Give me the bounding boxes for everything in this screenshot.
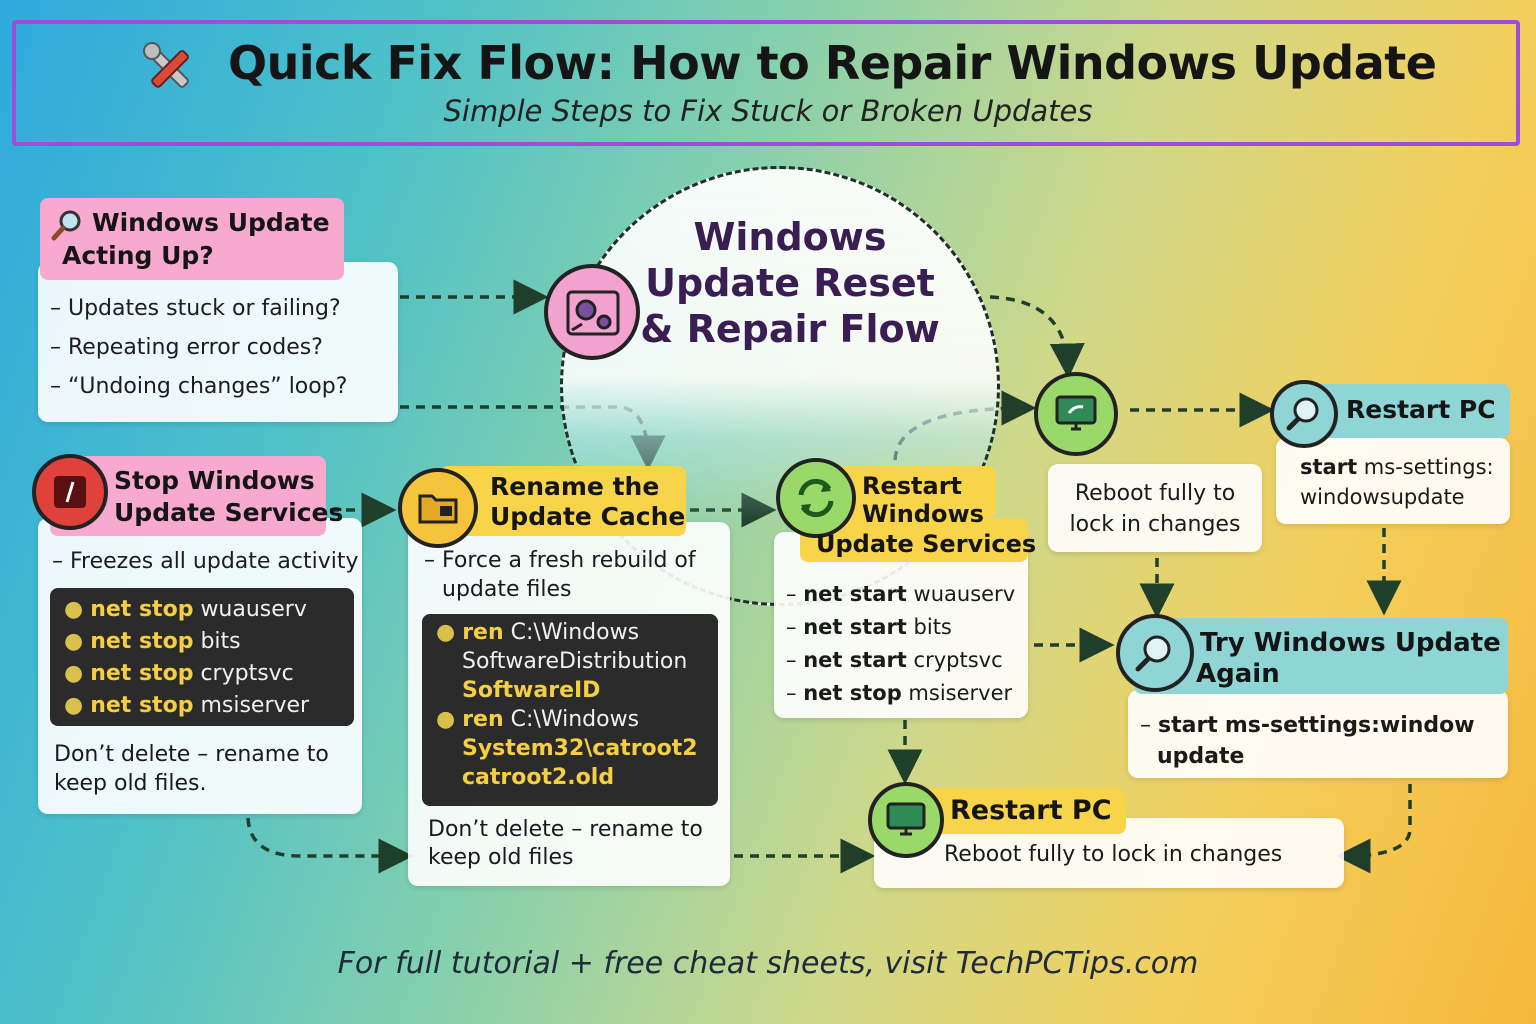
restart-pc-bottom-title: Restart PC	[950, 795, 1112, 826]
header-frame	[12, 20, 1520, 146]
rename-description: – Force a fresh rebuild of update files	[424, 548, 696, 602]
search-icon	[1270, 380, 1338, 448]
command-line: catroot2.old	[462, 765, 615, 790]
stop-note: Don’t delete – rename to keep old files.	[54, 742, 329, 796]
refresh-icon	[776, 458, 856, 538]
monitor-refresh-icon	[1034, 372, 1118, 456]
command-line: System32\catroot2	[462, 736, 698, 761]
stop-title-line2: Update Services	[114, 498, 344, 527]
stop-icon	[32, 454, 108, 530]
command-line: ● ren C:\Windows	[436, 620, 640, 645]
center-title: Windows Update Reset & Repair Flow	[640, 215, 940, 351]
command-line: – net start cryptsvc	[786, 648, 1003, 672]
arrow-center-to-reboot	[989, 295, 1085, 379]
wrench-screwdriver-icon	[140, 42, 200, 106]
rename-note: Don’t delete – rename to keep old files	[428, 817, 703, 870]
restart-pc-top-title: Restart PC	[1346, 395, 1496, 424]
restart-pc-top-command: start ms-settings: windowsupdate	[1300, 455, 1494, 509]
monitor-icon	[868, 782, 944, 858]
command-line: SoftwareID	[462, 678, 601, 703]
restart-commands: – net start wuauserv – net start bits – …	[786, 578, 1015, 710]
rename-commands-terminal: ● ren C:\Windows SoftwareDistribution So…	[422, 614, 718, 806]
try-again-header	[1134, 618, 1508, 694]
command-line: – net stop msiserver	[786, 681, 1013, 705]
rename-cache-header	[440, 466, 686, 536]
command-line: ● ren C:\Windows	[436, 707, 640, 732]
command-line: – net start bits	[786, 615, 952, 639]
footer-text: For full tutorial + free cheat sheets, v…	[337, 946, 1199, 981]
command-line: ● net stop msiserver	[64, 693, 310, 718]
search-icon	[1116, 614, 1194, 692]
command-line: ● net stop wuauserv	[64, 597, 307, 622]
problem-card	[38, 262, 398, 422]
folder-icon	[398, 468, 478, 548]
command-line: SoftwareDistribution	[462, 649, 688, 674]
restart-services-card	[774, 532, 1028, 718]
try-again-title-line1: Try Windows Update	[1200, 628, 1501, 658]
try-again-card	[1128, 690, 1508, 778]
list-item: – “Undoing changes” loop?	[50, 374, 348, 399]
try-again-command: – start ms-settings:window update	[1140, 713, 1475, 769]
command-line: ● net stop cryptsvc	[64, 661, 294, 686]
command-line: ● net stop bits	[64, 629, 241, 654]
stop-description: – Freezes all update activity	[52, 549, 359, 574]
problem-title-line1: Windows Update	[92, 208, 330, 237]
restart-pc-top-card	[1276, 438, 1510, 524]
stop-title-line1: Stop Windows	[114, 466, 315, 495]
rename-title-line1: Rename the	[490, 472, 660, 501]
problem-list: – Updates stuck or failing? – Repeating …	[50, 289, 347, 406]
arrow-try-to-pc	[1335, 784, 1412, 874]
arrow-stop-to-bottom	[246, 817, 414, 874]
problem-header	[40, 198, 344, 280]
list-item: – Updates stuck or failing?	[50, 296, 341, 321]
restart-title-line3: Update Services	[816, 530, 1037, 558]
magnifier-icon	[50, 208, 84, 249]
rename-title-line2: Update Cache	[490, 502, 686, 531]
gears-window-icon	[544, 264, 640, 360]
reboot-small-card	[1048, 464, 1262, 552]
reboot-small-text: Reboot fully to lock in changes	[1069, 481, 1241, 537]
page-title: Quick Fix Flow: How to Repair Windows Up…	[228, 36, 1437, 90]
problem-title-line2: Acting Up?	[62, 241, 214, 270]
page-subtitle: Simple Steps to Fix Stuck or Broken Upda…	[443, 94, 1093, 128]
list-item: – Repeating error codes?	[50, 335, 323, 360]
restart-title-line2: Windows	[862, 500, 984, 528]
try-again-title-line2: Again	[1196, 659, 1280, 689]
restart-title-line1: Restart	[862, 472, 963, 500]
stop-commands-terminal: ● net stop wuauserv ● net stop bits ● ne…	[50, 588, 354, 726]
restart-pc-bottom-text: Reboot fully to lock in changes	[944, 842, 1283, 867]
command-line: – net start wuauserv	[786, 582, 1016, 606]
